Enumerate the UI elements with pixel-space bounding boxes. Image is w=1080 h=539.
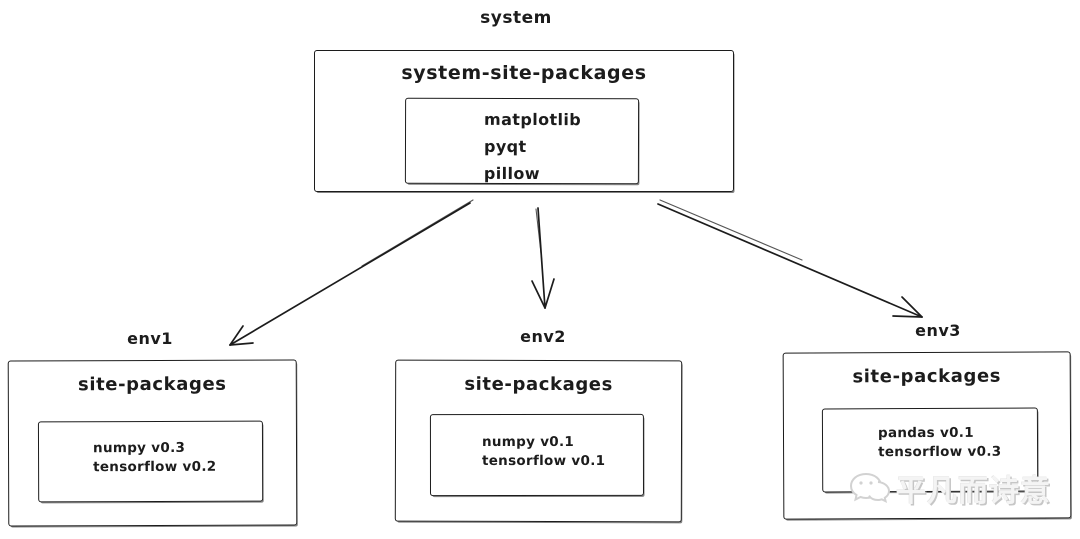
arrow-system-to-env2 bbox=[531, 207, 555, 309]
system-label: system bbox=[480, 8, 552, 28]
env3-packages-box: pandas v0.1 tensorflow v0.3 bbox=[821, 407, 1039, 493]
env3-label: env3 bbox=[915, 321, 961, 340]
package-item: matplotlib bbox=[484, 109, 582, 130]
env3-site-packages-box: site-packages pandas v0.1 tensorflow v0.… bbox=[782, 351, 1072, 520]
env2-label: env2 bbox=[520, 327, 566, 346]
system-package-list: matplotlib pyqt pillow bbox=[484, 106, 581, 187]
system-site-packages-box: system-site-packages matplotlib pyqt pil… bbox=[314, 50, 734, 192]
package-item: numpy v0.3 bbox=[92, 439, 186, 457]
package-item: pillow bbox=[483, 163, 541, 184]
package-item: tensorflow v0.2 bbox=[93, 458, 217, 476]
env2-box-title: site-packages bbox=[464, 373, 613, 396]
env1-box-title: site-packages bbox=[77, 373, 227, 396]
env3-package-list: pandas v0.1 tensorflow v0.3 bbox=[878, 424, 1002, 463]
env2-site-packages-box: site-packages numpy v0.1 tensorflow v0.1 bbox=[394, 359, 683, 523]
package-item: pyqt bbox=[483, 136, 527, 157]
package-item: pandas v0.1 bbox=[877, 424, 974, 442]
arrow-system-to-env1 bbox=[229, 199, 474, 346]
package-item: numpy v0.1 bbox=[481, 433, 575, 451]
env2-package-list: numpy v0.1 tensorflow v0.1 bbox=[482, 433, 605, 471]
env1-site-packages-box: site-packages numpy v0.3 tensorflow v0.2 bbox=[7, 359, 298, 527]
system-box-title: system-site-packages bbox=[401, 62, 647, 84]
package-item: tensorflow v0.3 bbox=[878, 443, 1002, 461]
env1-label: env1 bbox=[127, 329, 173, 348]
env2-packages-box: numpy v0.1 tensorflow v0.1 bbox=[429, 413, 644, 497]
env3-box-title: site-packages bbox=[852, 365, 1002, 388]
arrow-system-to-env3 bbox=[657, 199, 923, 318]
system-packages-box: matplotlib pyqt pillow bbox=[404, 97, 640, 187]
env1-packages-box: numpy v0.3 tensorflow v0.2 bbox=[37, 420, 264, 503]
package-item: tensorflow v0.1 bbox=[481, 452, 606, 470]
env1-package-list: numpy v0.3 tensorflow v0.2 bbox=[93, 439, 216, 477]
